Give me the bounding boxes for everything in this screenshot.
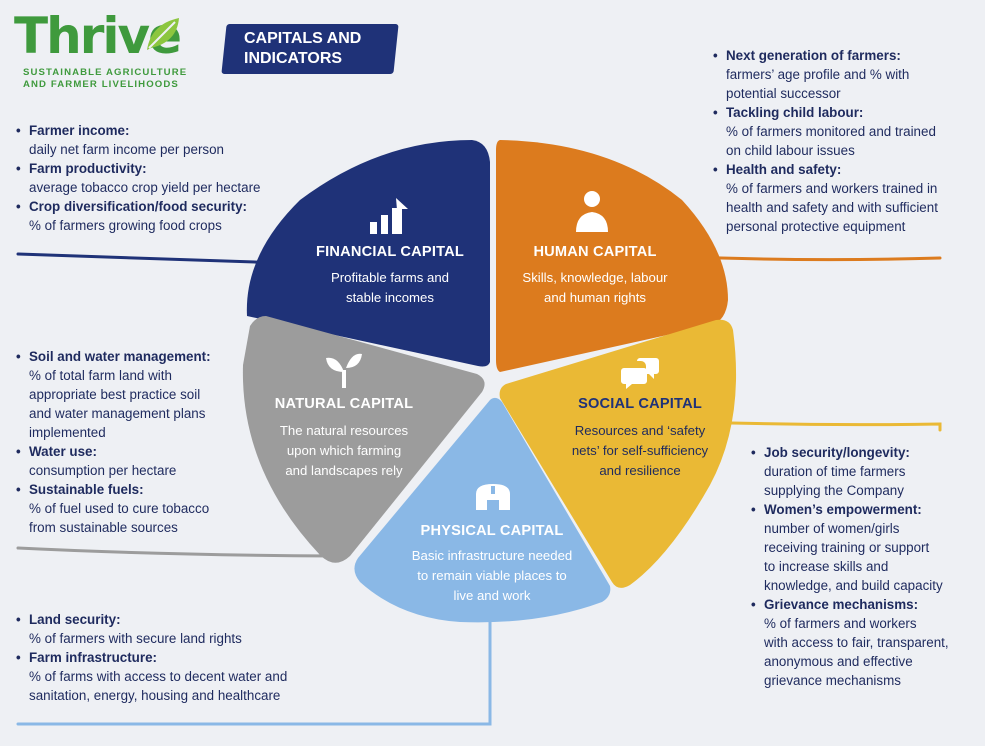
- indicator-item: Crop diversification/food security: % of…: [16, 197, 316, 235]
- indicator-item: Land security: % of farmers with secure …: [16, 610, 346, 648]
- natural-indicators: Soil and water management: % of total fa…: [16, 347, 246, 537]
- indicator-item: Farm infrastructure: % of farms with acc…: [16, 648, 346, 705]
- indicator-item: Tackling child labour: % of farmers moni…: [713, 103, 978, 160]
- human-capital-segment: [496, 140, 728, 372]
- human-indicators: Next generation of farmers: farmers’ age…: [713, 46, 978, 236]
- physical-indicators: Land security: % of farmers with secure …: [16, 610, 346, 705]
- natural-connector-line: [16, 546, 337, 558]
- physical-connector-line: [16, 614, 492, 726]
- bar-chart-arrow-icon: [370, 198, 408, 234]
- seedling-icon: [326, 353, 362, 388]
- social-capital-title: SOCIAL CAPITAL: [578, 396, 702, 412]
- human-capital-title: HUMAN CAPITAL: [533, 244, 657, 260]
- social-connector-line: [698, 420, 942, 432]
- physical-capital-segment: [354, 397, 611, 623]
- indicator-item: Farmer income: daily net farm income per…: [16, 121, 316, 159]
- indicator-item: Women’s empowerment: number of women/gir…: [751, 500, 979, 595]
- physical-capital-description: Basic infrastructure needed to remain vi…: [411, 548, 573, 603]
- indicator-item: Sustainable fuels: % of fuel used to cur…: [16, 480, 246, 537]
- natural-capital-description: The natural resources upon which farming…: [279, 423, 409, 478]
- page-title: CAPITALS AND INDICATORS: [244, 30, 362, 67]
- house-icon: [476, 484, 510, 510]
- indicator-item: Health and safety: % of farmers and work…: [713, 160, 978, 236]
- indicator-item: Next generation of farmers: farmers’ age…: [713, 46, 978, 103]
- indicator-item: Job security/longevity: duration of time…: [751, 443, 979, 500]
- leaf-logo-icon: [147, 18, 179, 50]
- social-indicators: Job security/longevity: duration of time…: [751, 443, 979, 690]
- indicator-item: Grievance mechanisms: % of farmers and w…: [751, 595, 979, 690]
- financial-capital-title: FINANCIAL CAPITAL: [316, 244, 464, 260]
- speech-bubbles-icon: [621, 358, 659, 389]
- financial-indicators: Farmer income: daily net farm income per…: [16, 121, 316, 235]
- indicator-item: Soil and water management: % of total fa…: [16, 347, 246, 442]
- indicator-item: Farm productivity: average tobacco crop …: [16, 159, 316, 197]
- social-capital-description: Resources and ‘safety nets’ for self-suf…: [571, 423, 709, 478]
- physical-capital-title: PHYSICAL CAPITAL: [420, 523, 564, 539]
- logo-tagline: SUSTAINABLE AGRICULTURE AND FARMER LIVEL…: [23, 67, 188, 90]
- natural-capital-segment: [242, 316, 485, 563]
- human-capital-description: Skills, knowledge, labour and human righ…: [522, 270, 668, 305]
- person-icon: [576, 191, 608, 232]
- social-capital-segment: [499, 319, 737, 588]
- financial-capital-description: Profitable farms and stable incomes: [330, 270, 449, 305]
- indicator-item: Water use: consumption per hectare: [16, 442, 246, 480]
- natural-capital-title: NATURAL CAPITAL: [274, 396, 414, 412]
